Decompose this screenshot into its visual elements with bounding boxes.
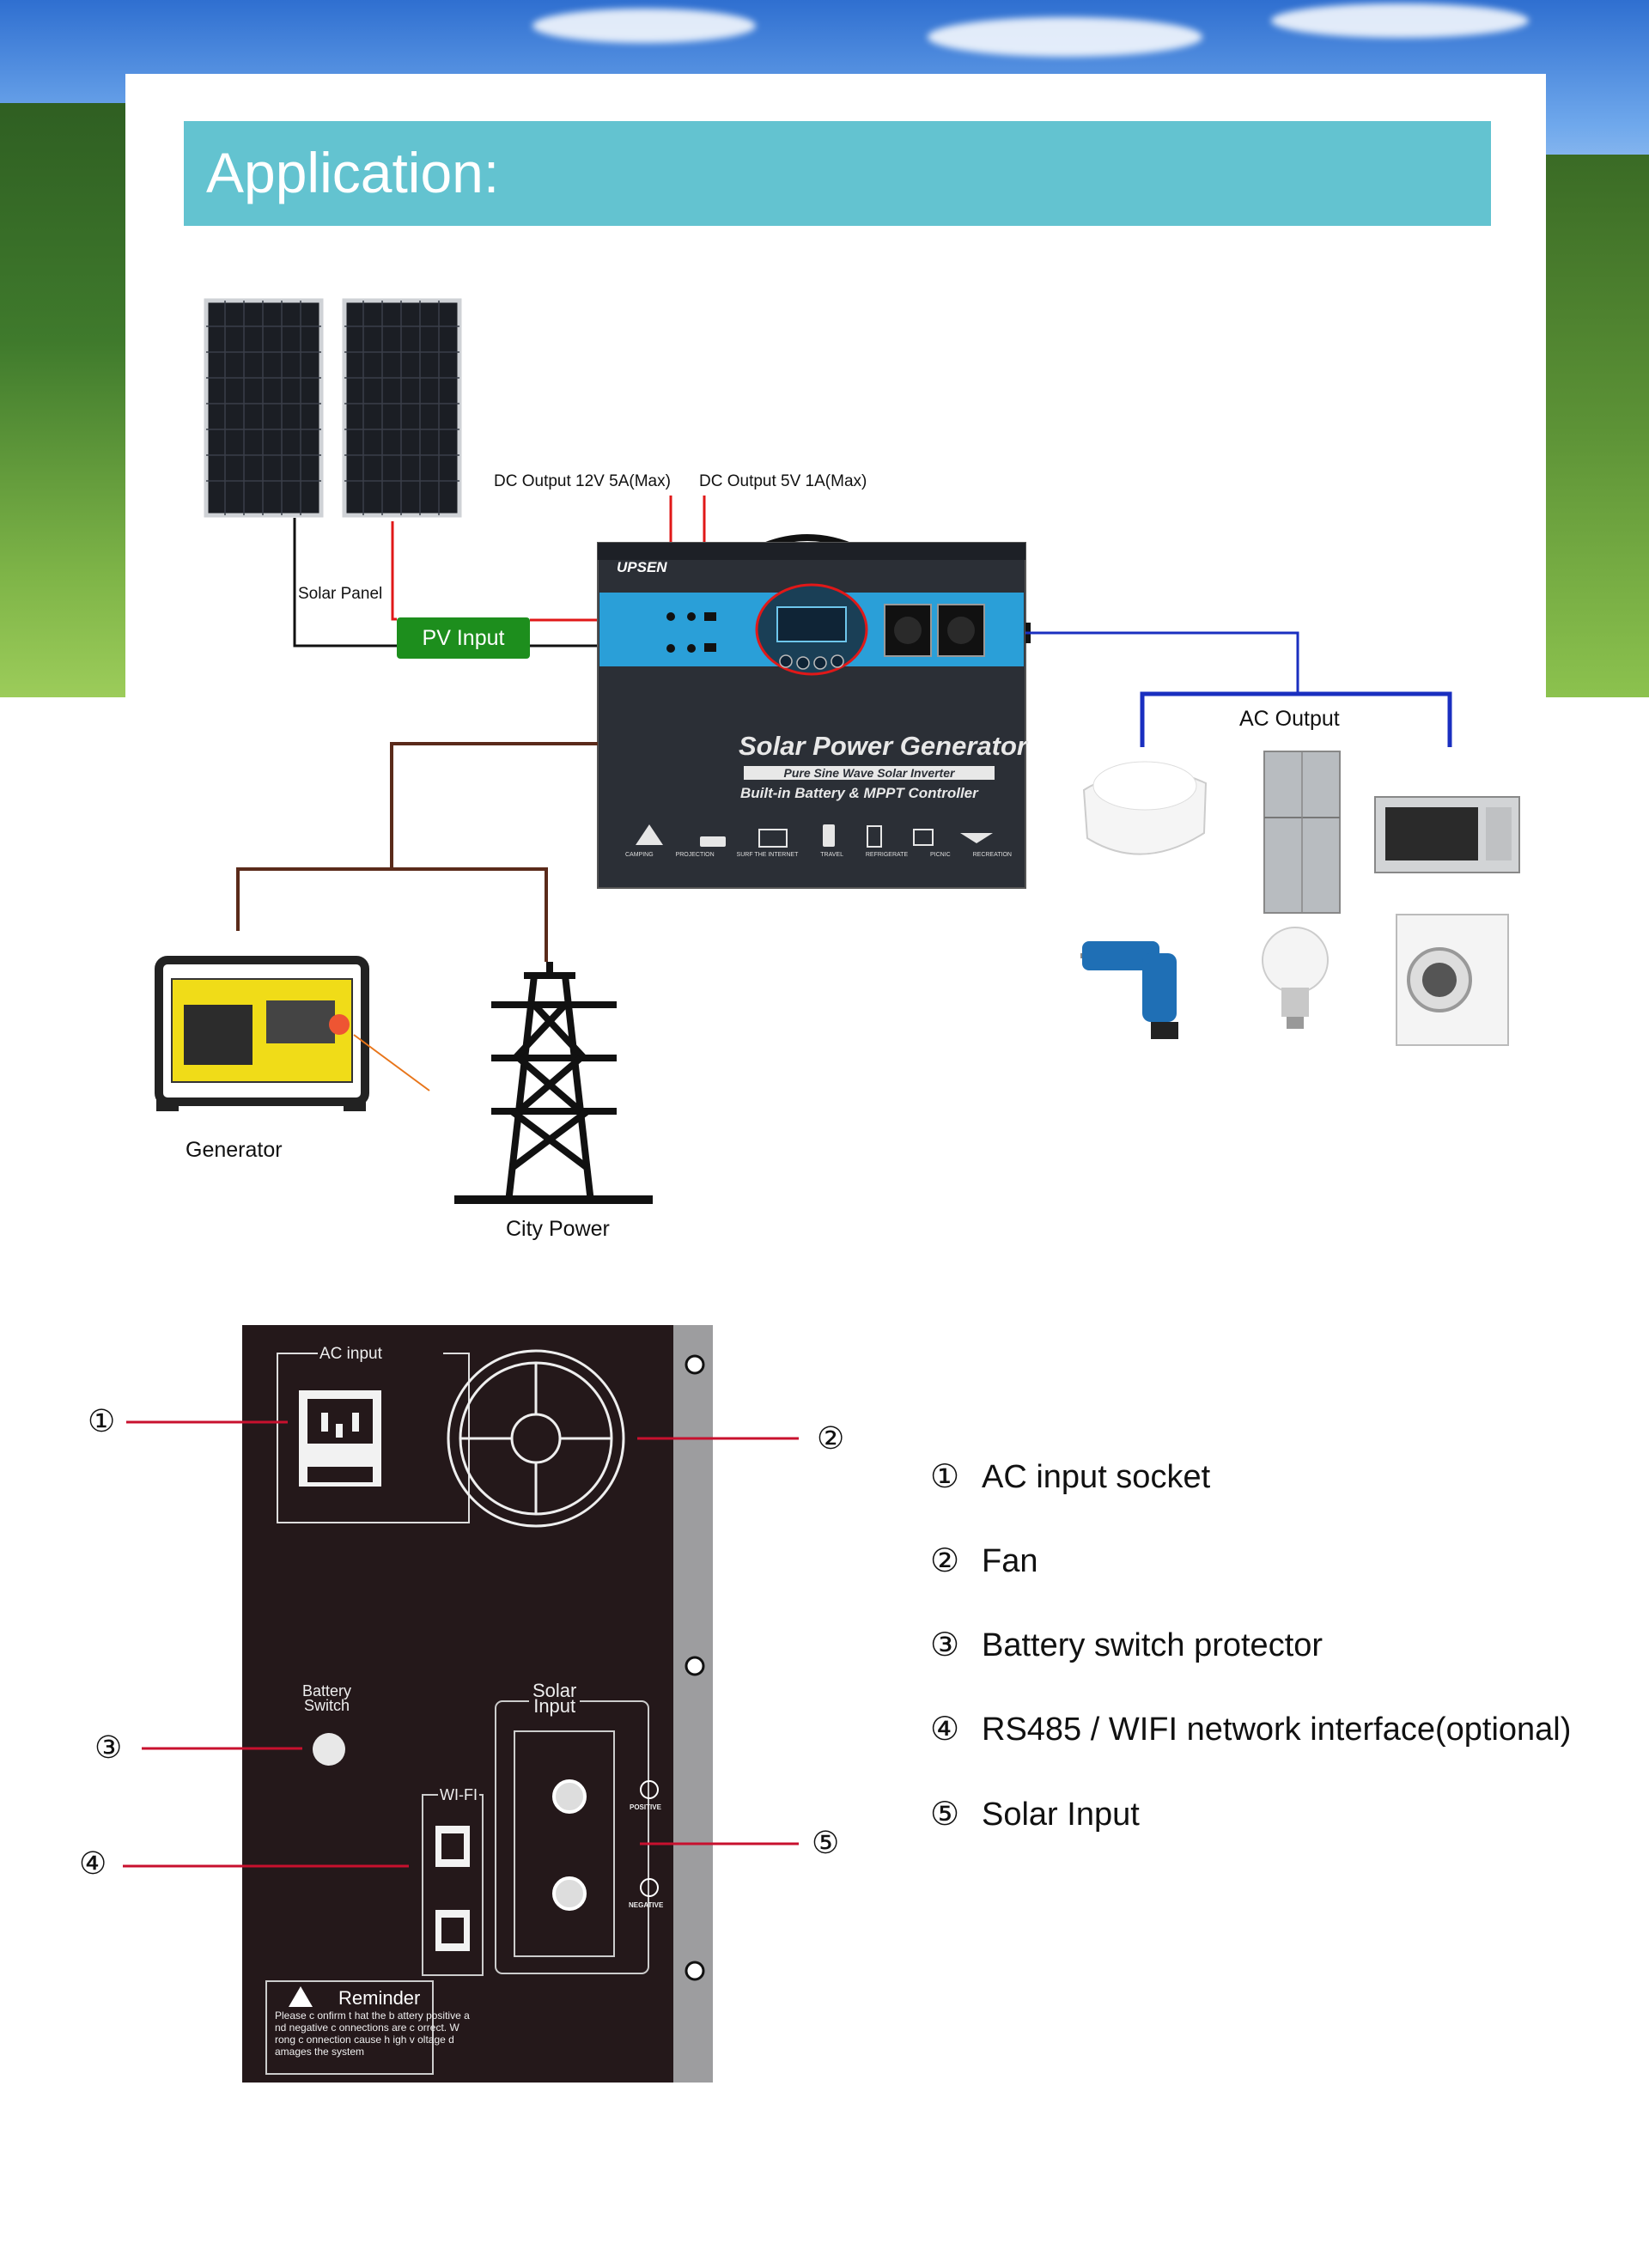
- appliance-refrigerator: [1263, 751, 1341, 914]
- device-title: Solar Power Generator: [739, 731, 1027, 761]
- generator-image: [155, 956, 430, 1111]
- grid-wires: [236, 742, 598, 962]
- use-label: PROJECTION: [675, 852, 715, 858]
- generator-label: Generator: [186, 1138, 283, 1162]
- appliance-washing-machine: [1396, 914, 1509, 1046]
- marker-4: ④: [79, 1845, 107, 1881]
- header-bar: Application:: [184, 121, 1491, 226]
- use-label: TRAVEL: [820, 852, 843, 858]
- device-subtitle: Pure Sine Wave Solar Inverter: [744, 766, 995, 780]
- use-label: CAMPING: [625, 852, 654, 858]
- city-power-label: City Power: [506, 1217, 610, 1241]
- appliance-drill: [1080, 941, 1178, 1039]
- marker-5: ⑤: [812, 1825, 840, 1860]
- callout-lines: [123, 1420, 799, 1868]
- use-label: RECREATION: [972, 852, 1012, 858]
- cloud: [928, 17, 1202, 57]
- power-tower-icon: [454, 962, 653, 1204]
- device-brand: UPSEN: [617, 559, 667, 575]
- appliance-router: [1082, 761, 1208, 855]
- dc-output-12v-label: DC Output 12V 5A(Max): [494, 472, 671, 490]
- trees-right: [1546, 155, 1649, 697]
- cloud: [532, 9, 756, 43]
- use-label: REFRIGERATE: [865, 852, 909, 858]
- solar-input-label: Solar Input: [529, 1681, 581, 1716]
- rear-panel: [242, 1325, 713, 2083]
- marker-1: ①: [88, 1403, 116, 1438]
- device-uses: CAMPING PROJECTION SURF THE INTERNET TRA…: [625, 852, 1012, 858]
- ac-output-label: AC Output: [1239, 707, 1340, 731]
- wifi-label: WI-FI: [438, 1786, 479, 1804]
- trees-left: [0, 103, 125, 697]
- device-feature: Built-in Battery & MPPT Controller: [740, 785, 978, 801]
- use-label: SURF THE INTERNET: [736, 852, 799, 858]
- marker-2: ②: [817, 1420, 845, 1456]
- pv-input-badge: PV Input: [397, 617, 530, 659]
- reminder-title: Reminder: [338, 1987, 421, 2009]
- page-title: Application:: [206, 141, 500, 204]
- dc-output-5v-label: DC Output 5V 1A(Max): [699, 472, 867, 490]
- solar-panel-right: [342, 298, 462, 518]
- use-label: PICNIC: [929, 852, 951, 858]
- ac-input-label: AC input: [319, 1345, 382, 1363]
- positive-label: POSITIVE: [630, 1803, 661, 1811]
- marker-3: ③: [94, 1730, 123, 1765]
- solar-generator-device: [597, 534, 1031, 889]
- appliance-bulb: [1262, 927, 1329, 1029]
- battery-switch-label: Battery Switch: [302, 1682, 352, 1714]
- solar-panel-label: Solar Panel: [298, 585, 383, 603]
- ac-output-wires: [1025, 631, 1452, 747]
- reminder-text: Please c onfirm t hat the b attery posit…: [275, 2010, 470, 2058]
- cloud: [1271, 3, 1529, 38]
- appliance-microwave: [1374, 796, 1520, 873]
- pv-wires: [293, 518, 599, 648]
- solar-panel-left: [204, 298, 324, 518]
- negative-label: NEGATIVE: [629, 1901, 664, 1909]
